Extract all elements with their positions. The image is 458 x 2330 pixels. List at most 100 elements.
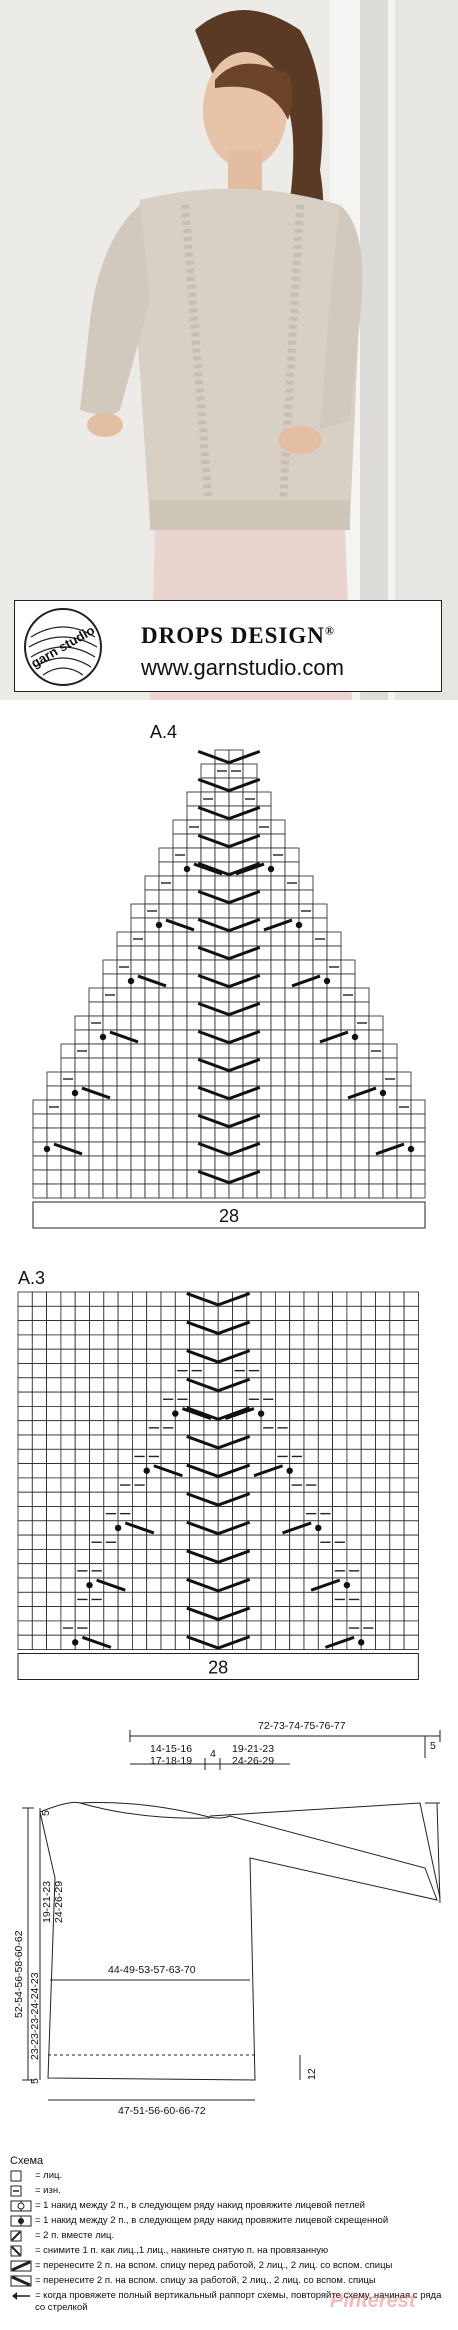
chart-cell (116, 1001, 132, 1017)
chart-cell (74, 1155, 90, 1171)
chart-cell (317, 1463, 333, 1479)
chart-cell (186, 1043, 202, 1059)
chart-cell (346, 1305, 362, 1321)
chart-cell (346, 1448, 362, 1465)
chart-symbols (43, 749, 415, 1185)
chart-cell (74, 1141, 90, 1157)
chart-cell (312, 1001, 328, 1017)
chart-cell (317, 1606, 333, 1622)
chart-cell (158, 1169, 174, 1185)
chart-cell (289, 1534, 305, 1550)
measure-top-edge: 5 (40, 1810, 52, 1816)
chart-cell (130, 1141, 146, 1157)
chart-cell (260, 1620, 276, 1636)
chart-cell (340, 1071, 356, 1087)
chart-cell (172, 1085, 188, 1101)
chart-cell (298, 1015, 314, 1031)
chart-cell (260, 1377, 276, 1393)
chart-cell (354, 1057, 370, 1073)
chart-cell (217, 1448, 233, 1465)
chart-cell (172, 1043, 188, 1059)
chart-cell (360, 1477, 376, 1493)
chart-cell (360, 1348, 376, 1364)
chart-cell (284, 1113, 300, 1129)
chart-cell (284, 1127, 300, 1143)
chart-cell (360, 1391, 376, 1407)
decrease-mark (197, 805, 230, 821)
chart-cell (131, 1348, 148, 1364)
chart-cell (103, 1348, 119, 1364)
chart-cell (89, 1406, 105, 1422)
chart-cell (46, 1363, 62, 1379)
chart-cell (256, 791, 272, 807)
chart-cell (410, 1099, 426, 1115)
chart-cell (46, 1634, 62, 1650)
website-link[interactable]: www.garnstudio.com (141, 655, 344, 680)
garnstudio-logo: garn studio (24, 608, 102, 686)
yarn-over-crossed-icon (10, 2215, 32, 2227)
chart-cell (312, 1057, 328, 1073)
chart-cell (203, 1620, 219, 1636)
chart-cell (130, 1113, 146, 1129)
chart-cell (270, 1043, 286, 1059)
chart-cell (144, 931, 160, 947)
chart-cell (368, 1015, 384, 1031)
chart-cell (274, 1634, 291, 1650)
decrease-mark (217, 1349, 251, 1364)
chart-cell (332, 1348, 348, 1364)
chart-cell (403, 1305, 419, 1321)
chart-cell (214, 1127, 230, 1143)
chart-cell (312, 1127, 328, 1143)
chart-cell (274, 1305, 291, 1321)
chart-cell (403, 1448, 419, 1465)
chart-cell (103, 1620, 119, 1636)
chart-cell (270, 959, 286, 975)
chart-cell (289, 1606, 305, 1622)
chart-cell (303, 1420, 319, 1436)
chart-cell (130, 1155, 146, 1171)
chart-cell (340, 1169, 356, 1185)
decrease-mark (217, 1492, 251, 1507)
chart-cell (103, 1463, 119, 1479)
chart-cell (17, 1563, 33, 1579)
decrease-mark (217, 1606, 251, 1621)
chart-cell (360, 1534, 376, 1550)
chart-cell (200, 1155, 216, 1171)
chart-cell (172, 1113, 188, 1129)
chart-cell (410, 1155, 426, 1171)
yarn-over-mark (155, 921, 163, 929)
chart-cell (189, 1391, 205, 1407)
chart-cell (60, 1057, 76, 1073)
chart-cell (130, 1085, 146, 1101)
chart-cell (389, 1577, 405, 1593)
chart-cell (346, 1334, 362, 1350)
chart-cell (60, 1548, 76, 1565)
chart-cell (186, 959, 202, 975)
chart-cell (74, 1491, 90, 1507)
chart-cell (203, 1534, 219, 1550)
chart-cell (31, 1305, 47, 1321)
chart-cell (160, 1291, 176, 1307)
chart-cell (189, 1534, 205, 1550)
chart-cell (88, 1141, 104, 1157)
chart-cell (60, 1334, 76, 1350)
chart-cell (117, 1634, 133, 1650)
chart-cell (284, 1057, 300, 1073)
chart-cell (403, 1291, 419, 1307)
chart-cell (214, 987, 230, 1003)
chart-cell (298, 1029, 314, 1045)
chart-cell (31, 1577, 47, 1593)
chart-cell (131, 1606, 148, 1622)
chart-cell (298, 987, 314, 1003)
chart-cell (74, 1113, 90, 1129)
chart-cell (389, 1463, 405, 1479)
chart-cell (31, 1406, 47, 1422)
chart-cell (203, 1591, 219, 1607)
chart-a4: 28 (32, 749, 426, 1229)
chart-cell (246, 1420, 262, 1436)
chart-cell (60, 1183, 76, 1199)
chart-cell (232, 1448, 248, 1465)
chart-cell (375, 1334, 391, 1350)
chart-cell (144, 1001, 160, 1017)
chart-cell (289, 1406, 305, 1422)
